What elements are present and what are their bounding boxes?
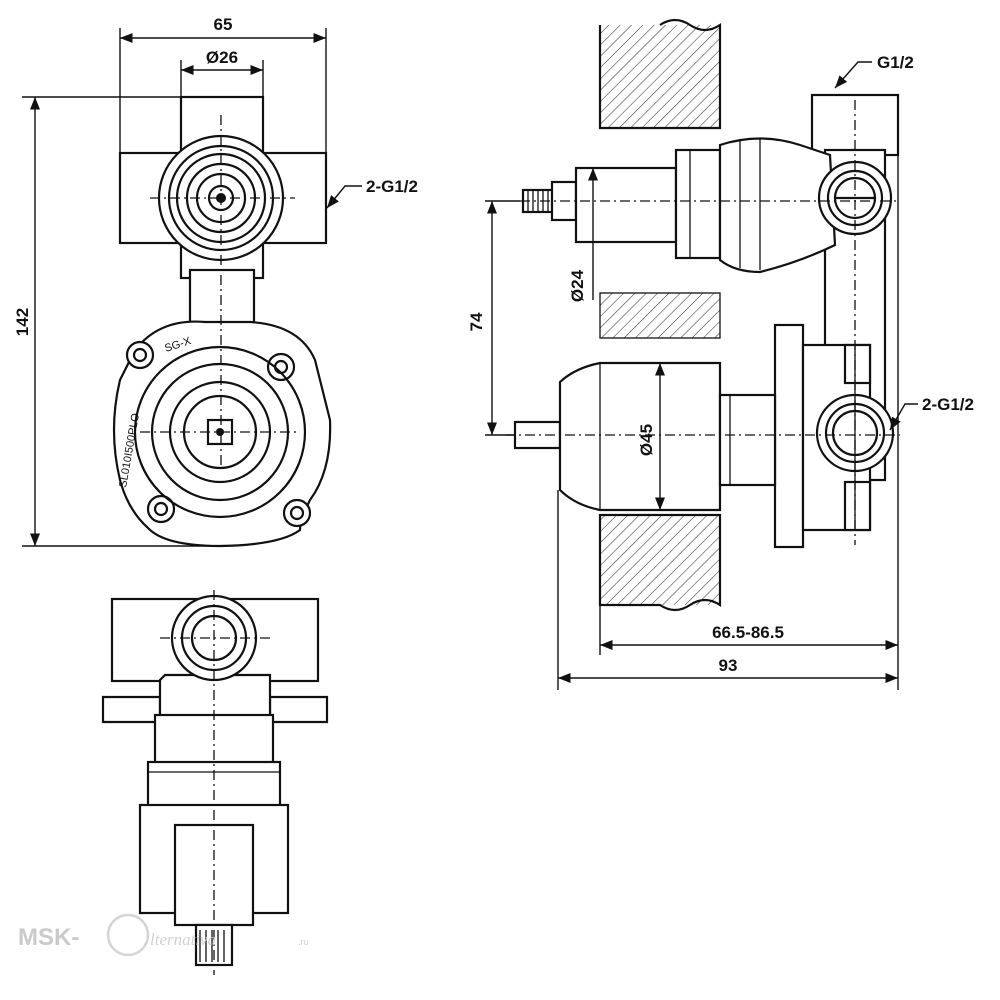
watermark-at-icon [106,913,150,957]
dim-height-74: 74 [467,312,486,331]
wall-hatch-mid [600,293,720,338]
dim-depth-93: 93 [719,656,738,675]
side-view: Ø24 74 Ø45 G1/2 2-G1/2 66.5-86.5 93 [467,18,974,690]
watermark-domain: .ru [298,937,309,947]
upper-cartridge [521,137,893,274]
label-inlet-side: 2-G1/2 [922,395,974,414]
wall-hatch-top [600,25,720,128]
dim-dia-26: Ø26 [206,48,238,67]
watermark: MSK- lternativa .ru [18,913,309,957]
dim-dia-24: Ø24 [568,269,587,302]
dim-width-65: 65 [214,15,233,34]
lower-cartridge [513,323,895,549]
label-outlet: G1/2 [877,53,914,72]
dim-dia-45: Ø45 [637,424,656,456]
dim-height-142: 142 [13,308,32,336]
watermark-brand: MSK- [18,924,79,951]
watermark-script: lternativa [150,930,216,949]
front-view: SG-X SL010I500PLO 65 Ø26 142 2-G1/2 [13,15,418,548]
label-inlet-front: 2-G1/2 [366,177,418,196]
front-lower-body: SG-X SL010I500PLO [112,320,332,548]
bottom-view [101,590,329,975]
wall-hatch-bottom [600,515,720,605]
dim-depth-range: 66.5-86.5 [712,623,784,642]
